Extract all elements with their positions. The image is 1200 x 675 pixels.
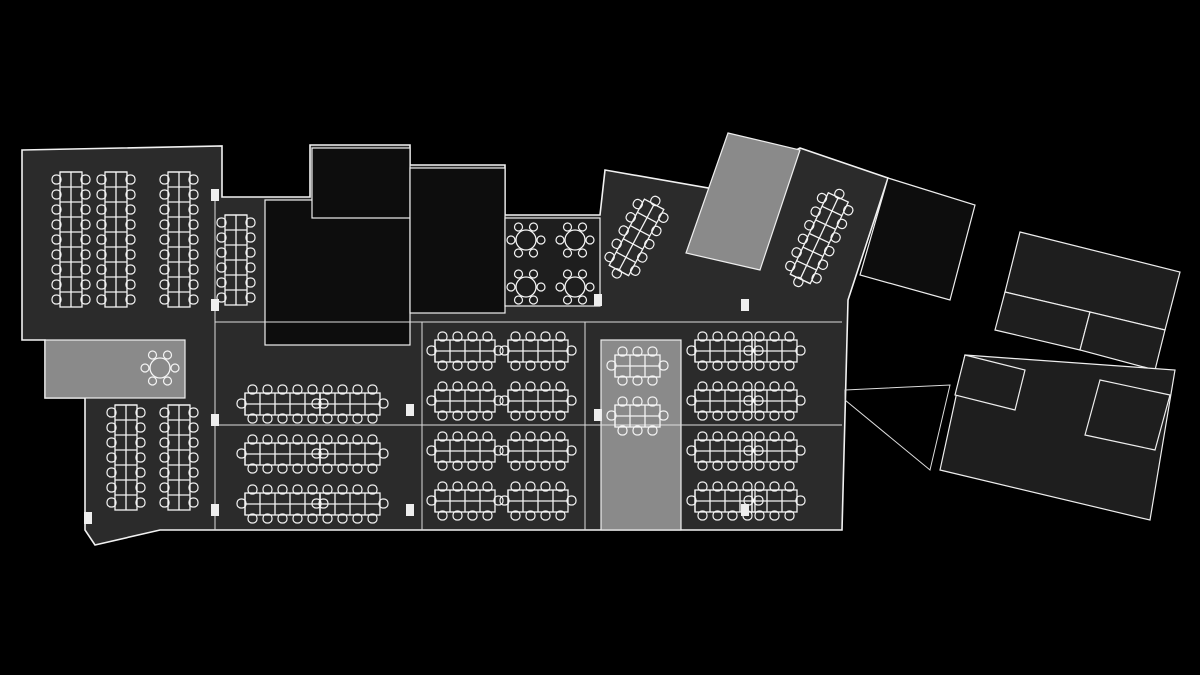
desk-cluster — [606, 396, 669, 436]
elevator-core — [409, 167, 506, 314]
desk-cluster — [785, 188, 854, 288]
desk-cluster — [743, 381, 806, 421]
desk-cluster — [743, 431, 806, 471]
structural-columns — [84, 189, 749, 524]
right-wing-offices — [939, 231, 1181, 521]
desk-cluster — [743, 331, 806, 371]
desk-cluster — [426, 481, 504, 521]
desk-cluster — [311, 484, 389, 524]
desk-cluster — [236, 434, 329, 474]
desk-cluster — [96, 171, 136, 308]
desk-cluster — [216, 214, 256, 306]
round-table — [555, 222, 595, 258]
column — [594, 409, 602, 421]
desk-cluster — [426, 381, 504, 421]
meeting-room-center — [600, 339, 682, 531]
desk-cluster — [743, 481, 806, 521]
desk-cluster — [499, 381, 577, 421]
round-table — [506, 269, 546, 305]
desk-cluster — [606, 346, 669, 386]
desk-cluster — [106, 404, 146, 511]
column — [211, 299, 219, 311]
round-table — [555, 269, 595, 305]
meeting-room-left — [44, 339, 186, 399]
column — [84, 512, 92, 524]
desk-cluster — [604, 195, 669, 279]
column — [211, 504, 219, 516]
restroom-core — [311, 147, 411, 219]
round-table — [140, 350, 180, 386]
desk-cluster — [426, 331, 504, 371]
column — [406, 404, 414, 416]
stair-core-right — [859, 177, 976, 301]
column — [741, 299, 749, 311]
column — [211, 414, 219, 426]
desk-cluster — [686, 431, 764, 471]
desk-cluster — [499, 331, 577, 371]
column — [594, 294, 602, 306]
desk-cluster — [499, 431, 577, 471]
stair-core — [264, 199, 411, 346]
desk-cluster — [311, 434, 389, 474]
column — [406, 504, 414, 516]
meeting-room-top — [685, 132, 801, 271]
desk-cluster — [159, 171, 199, 308]
desk-cluster — [426, 431, 504, 471]
column — [211, 189, 219, 201]
column — [741, 504, 749, 516]
desk-cluster — [51, 171, 91, 308]
desk-cluster — [499, 481, 577, 521]
desk-cluster — [159, 404, 199, 511]
desk-clusters — [51, 171, 854, 524]
desk-cluster — [311, 384, 389, 424]
corridor-link — [844, 384, 951, 471]
round-table — [506, 222, 546, 258]
